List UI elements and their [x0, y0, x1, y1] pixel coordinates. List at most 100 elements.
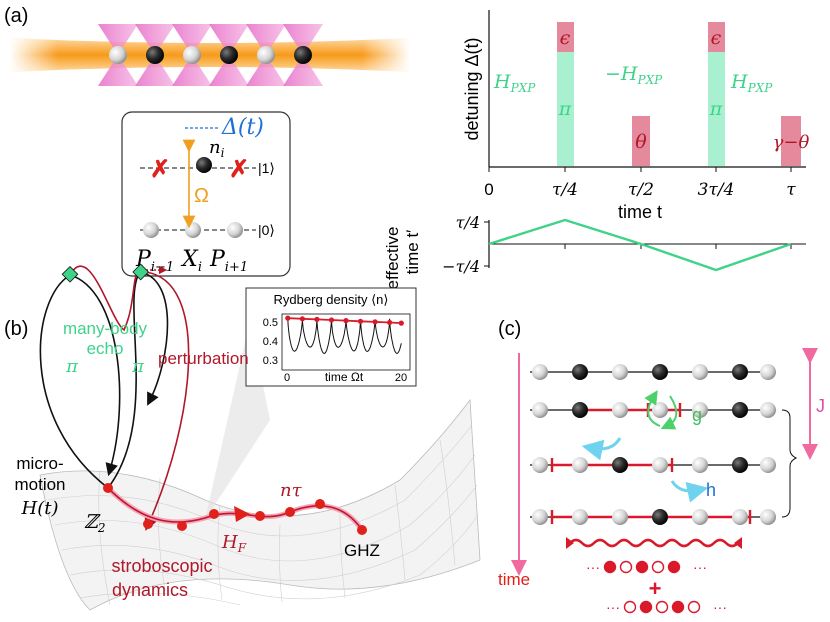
- inset-xlabel: time Ωt: [325, 370, 364, 384]
- atom-ground: [760, 402, 776, 418]
- atom-ground: [652, 402, 668, 418]
- svg-text:HPXP: HPXP: [730, 71, 773, 95]
- pi-pulse-marker: [132, 263, 150, 281]
- stroboscopic-point: [357, 318, 364, 324]
- x-axis-label: time t: [618, 202, 662, 222]
- echo-loops: [39, 263, 190, 531]
- effective-time-plot: τ/4 −τ/4 effective time t′: [383, 213, 806, 290]
- atom-ground: [760, 364, 776, 380]
- pxp-level-diagram: Δ(t) ✗ ✗ ni |1⟩ |0⟩ Ω Pi−1 Xi Pi+1: [121, 111, 291, 277]
- effective-time-line: [488, 218, 792, 272]
- delta-label: Δ(t): [221, 115, 264, 140]
- xtick: τ/2: [628, 180, 654, 200]
- ghz-empty-site: [619, 560, 633, 574]
- ghz-label: GHZ: [344, 541, 380, 560]
- p-next-sub: i+1: [225, 260, 248, 275]
- p-next: P: [209, 247, 226, 272]
- atom-ground: [227, 222, 243, 238]
- atom-ground: [760, 457, 776, 473]
- z2-sub: 2: [97, 521, 106, 535]
- micromotion-label: micro-: [16, 454, 63, 473]
- atom-excited: [220, 46, 238, 64]
- ket1-label: |1⟩: [258, 160, 275, 176]
- atom-ground: [532, 457, 548, 473]
- h-t-label: H(t): [21, 498, 59, 519]
- atom-ground: [183, 46, 201, 64]
- pi-label: π: [131, 356, 145, 377]
- pi-label: π: [709, 98, 723, 120]
- pi-pulse-marker: [61, 265, 79, 283]
- pi-label: π: [558, 98, 572, 120]
- minus-hpxp-label: −H: [605, 63, 638, 85]
- inset-xtick: 20: [395, 372, 407, 384]
- n-i-label: n: [209, 137, 221, 158]
- ghz-row-a-left: ···: [586, 559, 600, 575]
- micromotion-label: motion: [14, 475, 65, 494]
- ghz-empty-site: [655, 600, 669, 614]
- z2-state-point: [103, 483, 113, 493]
- atom-excited: [196, 157, 212, 173]
- y-axis-label: effective: [383, 226, 402, 289]
- ghz-filled-site: [635, 560, 649, 574]
- hpxp-label: H: [493, 71, 511, 93]
- x-i: X: [180, 247, 199, 272]
- xtick: 3τ/4: [698, 180, 735, 200]
- ket0-label: |0⟩: [258, 222, 275, 238]
- atom-excited: [294, 46, 312, 64]
- ghz-empty-site: [623, 600, 637, 614]
- ghz-wavy-line: [569, 538, 739, 548]
- cross-icon: ✗: [229, 156, 249, 183]
- ghz-state-point: [357, 525, 367, 535]
- atom-ground: [692, 509, 708, 525]
- epsilon-pulse: [708, 22, 725, 52]
- time-label: time: [498, 570, 530, 589]
- xtick: τ/4: [552, 180, 578, 200]
- g-arrow-left: [644, 390, 661, 427]
- svg-text:ni: ni: [209, 137, 225, 160]
- stroboscopic-point: [285, 315, 291, 321]
- atom-excited: [732, 457, 748, 473]
- z2-label: ℤ: [84, 511, 101, 533]
- atom-ground: [532, 509, 548, 525]
- stroboscopic-point: [177, 521, 187, 531]
- stroboscopic-point: [398, 320, 404, 326]
- stroboscopic-point: [387, 319, 393, 326]
- hpxp-sub: PXP: [747, 81, 774, 95]
- ghz-empty-site: [687, 600, 701, 614]
- svg-text:−HPXP: −HPXP: [605, 63, 663, 87]
- atom-ground: [652, 457, 668, 473]
- theta-pulse: [632, 116, 650, 166]
- atom-excited: [572, 364, 588, 380]
- hpxp-sub: PXP: [510, 81, 537, 95]
- inset-ytick: 0.3: [263, 355, 278, 367]
- hf-sub: F: [237, 541, 247, 555]
- panel-label-c: (c): [498, 318, 521, 340]
- stroboscopic-point: [328, 317, 335, 323]
- ghz-filled-site: [671, 600, 685, 614]
- atom-ground: [732, 509, 748, 525]
- atom-excited: [732, 364, 748, 380]
- stroboscopic-path: [103, 483, 367, 535]
- atom-ground: [532, 364, 548, 380]
- inset-ytick: 0.5: [263, 317, 278, 329]
- dynamics-label: dynamics: [112, 580, 188, 600]
- rydberg-inset: Rydberg density ⟨n⟩ 0.5 0.4 0.3 0 20 tim…: [205, 287, 417, 520]
- gamma-theta-pulse: [781, 116, 801, 166]
- atom-ground: [532, 402, 548, 418]
- hpxp-label: H: [730, 71, 748, 93]
- hf-label: H: [221, 532, 238, 553]
- stroboscopic-point: [343, 318, 349, 324]
- ytick: τ/4: [456, 213, 480, 232]
- g-label: g: [692, 405, 702, 425]
- pi-pulse: [708, 52, 725, 166]
- panel-label-a: (a): [4, 5, 28, 27]
- xtick: 0: [484, 180, 493, 199]
- epsilon-label: ϵ: [560, 27, 571, 49]
- atom-ground: [692, 457, 708, 473]
- ghz-row-b-left: ···: [606, 599, 620, 615]
- atom-excited: [572, 402, 588, 418]
- atom-ground: [692, 402, 708, 418]
- h-arrow: [581, 437, 622, 461]
- cross-icon: ✗: [150, 156, 170, 183]
